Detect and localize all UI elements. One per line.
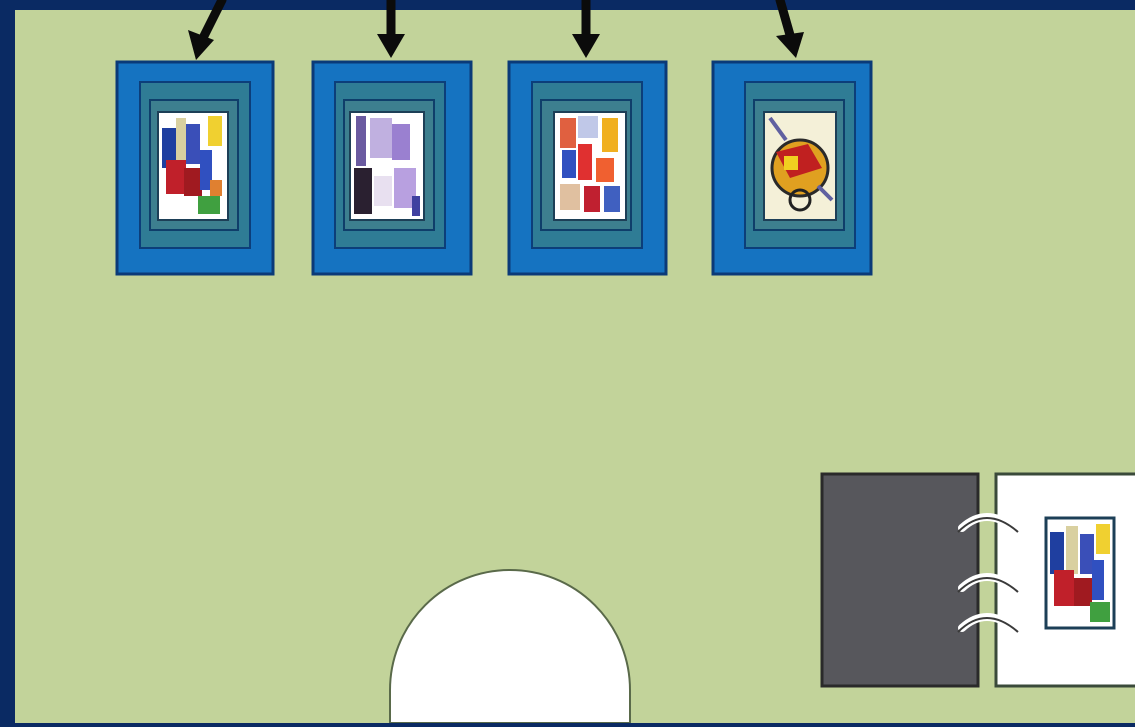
abstract-painting-blocks-icon (1046, 518, 1114, 628)
abstract-painting-colorful-icon (554, 112, 626, 220)
frame-2 (313, 62, 471, 274)
frame-1 (117, 62, 273, 274)
abstract-painting-blocks-icon (158, 112, 228, 220)
binder-cover (822, 474, 978, 686)
abstract-painting-circle-icon (764, 112, 836, 220)
frame-4 (713, 62, 871, 274)
frame-3 (509, 62, 666, 274)
binder-book (822, 474, 1135, 686)
abstract-painting-purple-icon (350, 112, 424, 220)
